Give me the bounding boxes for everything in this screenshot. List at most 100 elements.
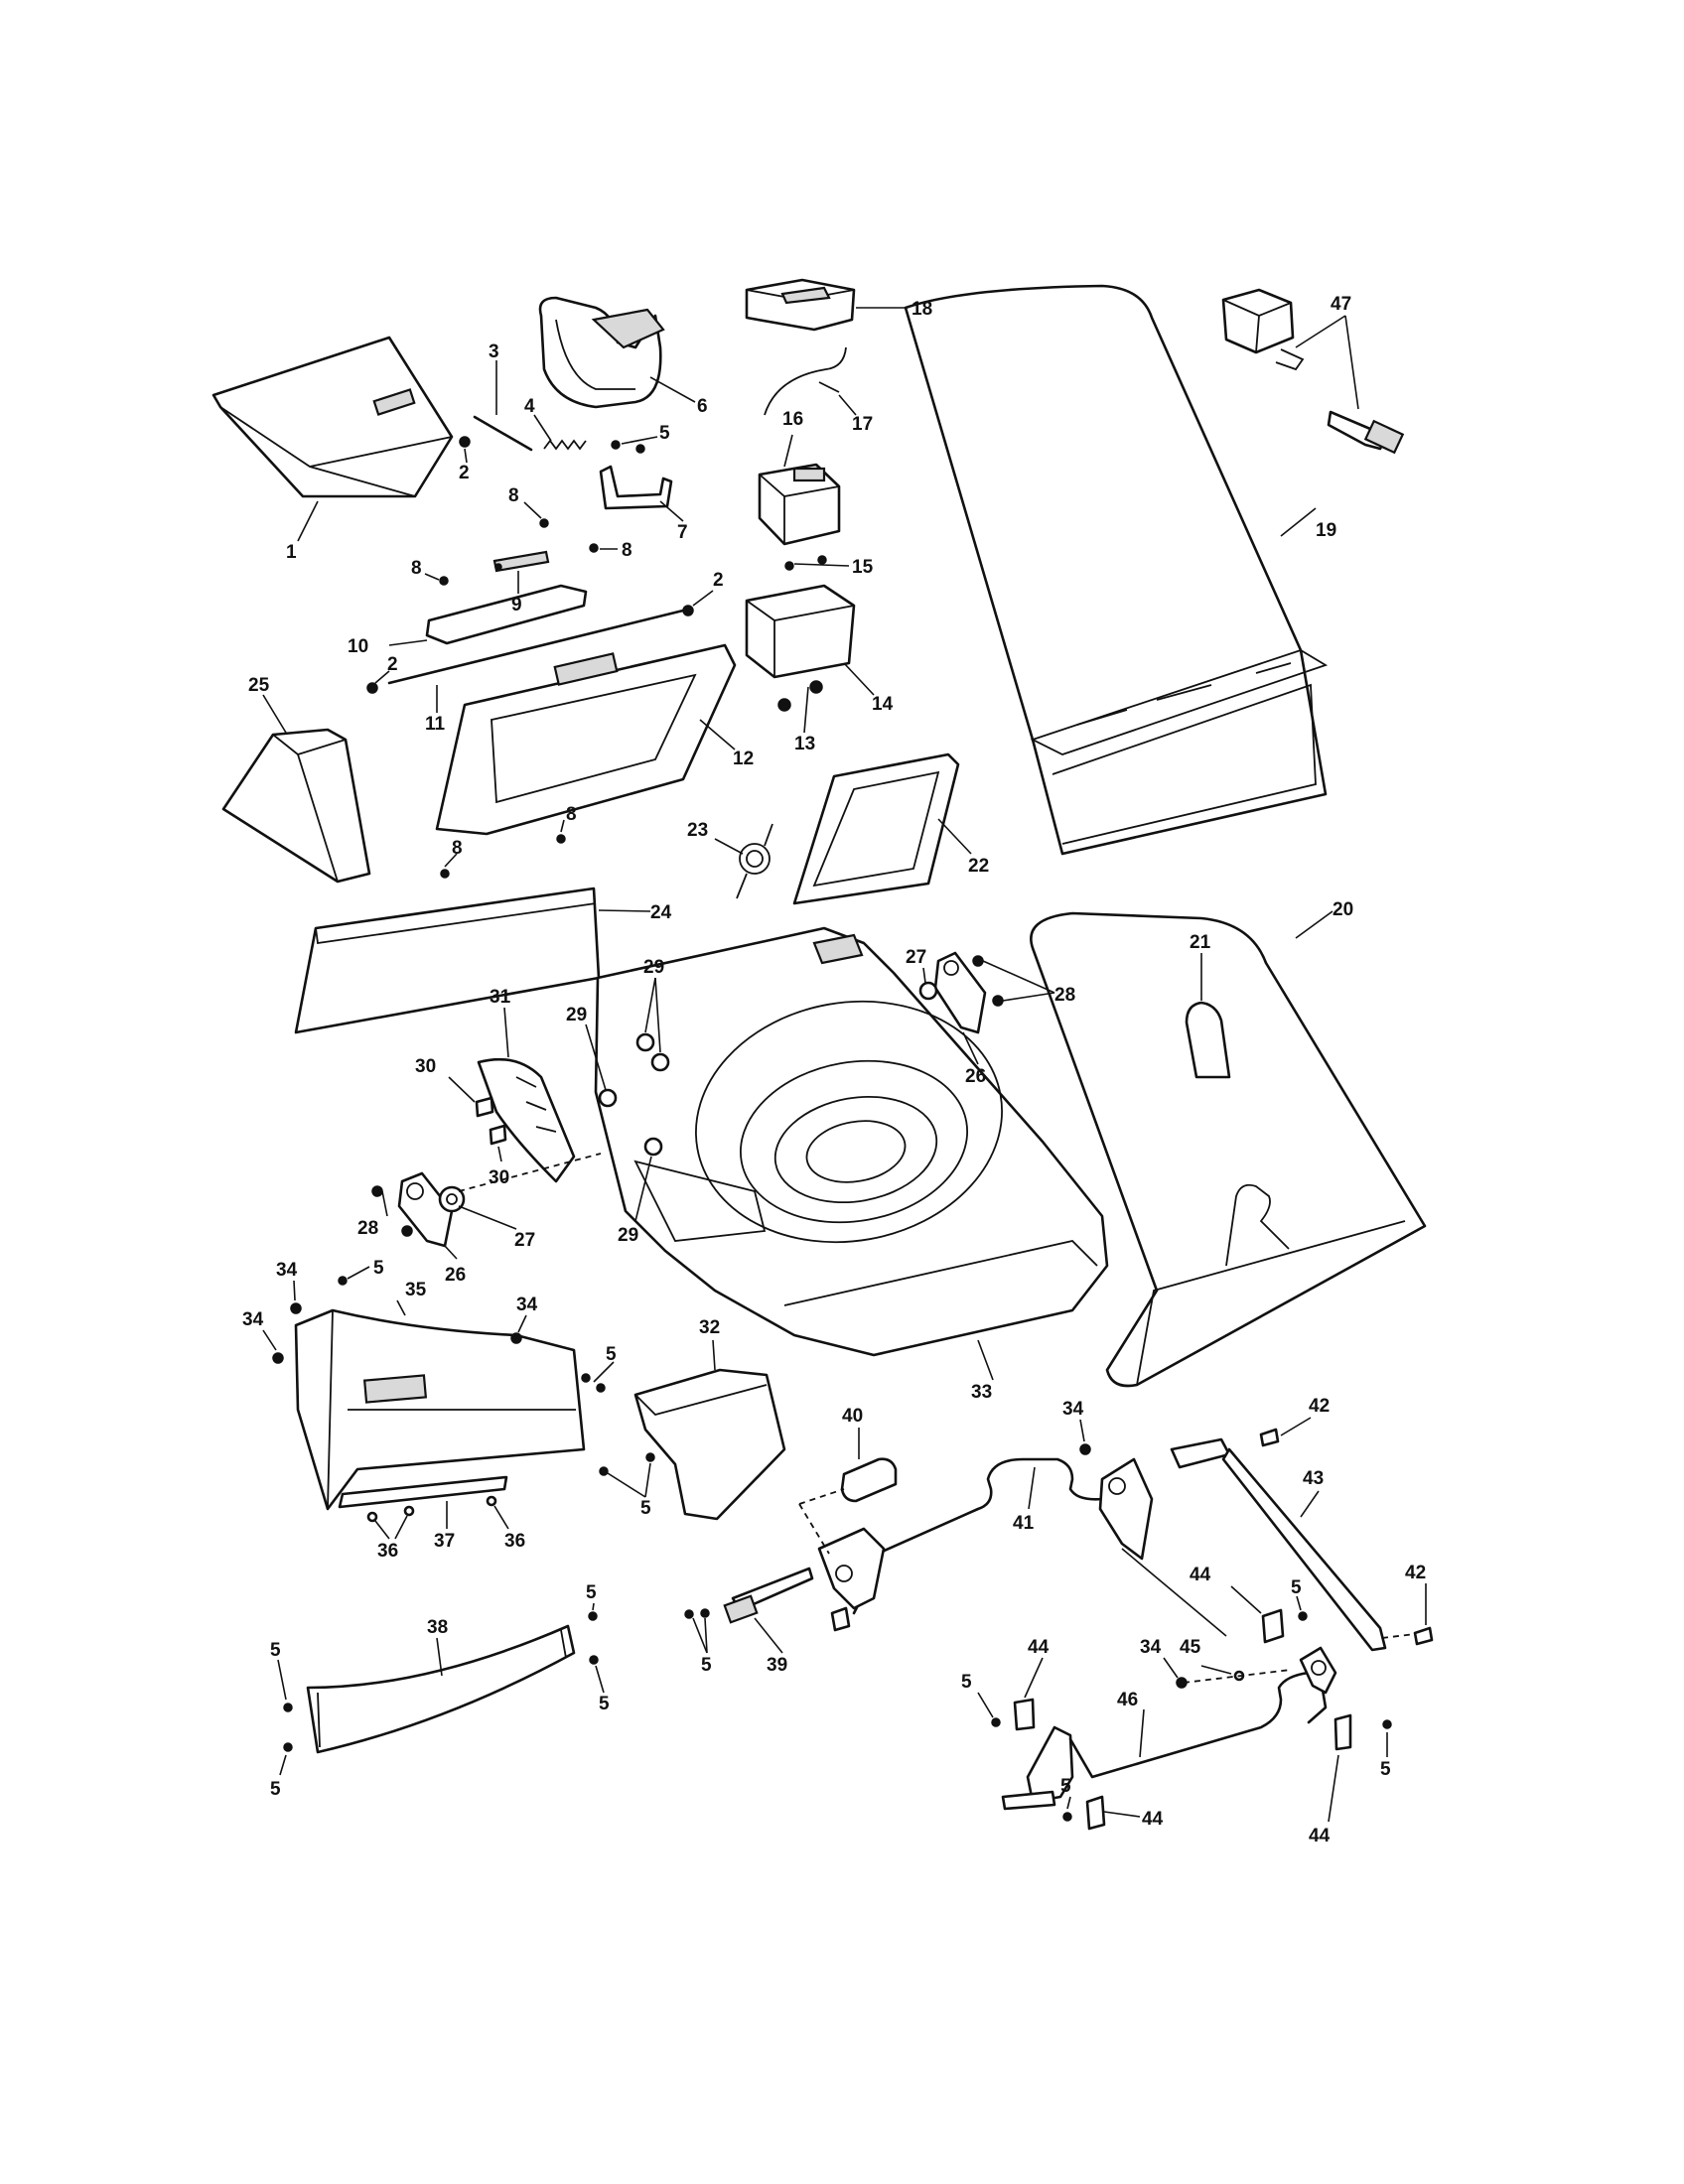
callout-33: 33 <box>971 1382 992 1403</box>
part-34-nuts-right <box>1079 1419 1188 1689</box>
part-19-grass-bag <box>904 284 1329 856</box>
part-11-hinge-rod <box>387 609 685 713</box>
callout-5: 5 <box>606 1344 617 1365</box>
part-5-screws-lever <box>684 1608 710 1654</box>
part-26-wheel-bracket-left <box>397 1171 458 1260</box>
callout-7: 7 <box>677 522 688 543</box>
part-14-battery-tray <box>745 584 875 696</box>
callout-5: 5 <box>373 1258 384 1279</box>
callout-18: 18 <box>912 299 932 320</box>
callout-5: 5 <box>659 423 670 444</box>
part-27-bushing-right <box>918 967 938 1001</box>
callout-31: 31 <box>490 987 511 1008</box>
callout-17: 17 <box>852 414 873 435</box>
part-10-hinge-bracket <box>388 584 588 646</box>
callout-8: 8 <box>452 838 463 859</box>
callout-5: 5 <box>586 1582 597 1603</box>
callout-5: 5 <box>270 1640 281 1661</box>
callout-23: 23 <box>687 820 708 841</box>
part-30-bolts <box>448 1076 507 1162</box>
callout-5: 5 <box>599 1694 610 1714</box>
part-39-height-lever <box>723 1567 814 1654</box>
part-40-handle-grip <box>840 1428 898 1503</box>
callout-8: 8 <box>508 485 519 506</box>
callout-30: 30 <box>415 1056 436 1077</box>
axle-centerline-front <box>1183 1669 1292 1684</box>
part-6-control-housing <box>538 296 696 409</box>
part-5-screws-skirt <box>277 1602 605 1776</box>
callout-34: 34 <box>1140 1637 1162 1658</box>
part-3-hinge-rod <box>473 360 533 452</box>
part-7-bracket <box>599 465 684 522</box>
callout-45: 45 <box>1180 1637 1201 1658</box>
callout-2: 2 <box>713 570 724 591</box>
callout-5: 5 <box>1060 1776 1071 1797</box>
part-18-battery-cover <box>745 278 909 332</box>
callout-28: 28 <box>1054 985 1075 1006</box>
callout-3: 3 <box>489 341 499 362</box>
axle-centerline-rear-b <box>798 1503 830 1555</box>
callout-35: 35 <box>405 1280 427 1300</box>
part-37-trim-strip <box>338 1475 508 1529</box>
part-5-screws-axle <box>977 1595 1392 1822</box>
callout-20: 20 <box>1333 899 1353 920</box>
part-45-shaft <box>1121 1548 1245 1682</box>
callout-44: 44 <box>1028 1637 1050 1658</box>
callout-34: 34 <box>1062 1399 1084 1420</box>
callout-44: 44 <box>1309 1826 1331 1846</box>
callout-42: 42 <box>1309 1396 1330 1417</box>
callout-labels: 1 2 2 2 3 4 5 5 5 5 5 5 5 5 5 5 5 5 5 6 … <box>242 294 1426 1846</box>
callout-29: 29 <box>566 1005 587 1025</box>
part-29-fasteners <box>585 977 670 1222</box>
part-34-nuts-left <box>262 1280 527 1364</box>
callout-27: 27 <box>514 1230 535 1251</box>
part-12-frame <box>435 643 737 836</box>
callout-46: 46 <box>1117 1690 1138 1710</box>
axle-centerline-pin <box>1381 1633 1416 1639</box>
callout-5: 5 <box>701 1655 712 1676</box>
callout-25: 25 <box>248 675 270 696</box>
callout-5: 5 <box>270 1779 281 1800</box>
part-21-slot <box>1185 953 1231 1079</box>
part-13-nuts <box>777 680 823 734</box>
part-2-push-nut <box>459 436 471 464</box>
part-32-side-cover <box>633 1339 786 1521</box>
callout-24: 24 <box>650 902 672 923</box>
callout-44: 44 <box>1142 1809 1164 1830</box>
callout-19: 19 <box>1316 520 1336 541</box>
callout-32: 32 <box>699 1317 720 1338</box>
part-25-discharge-chute <box>221 694 371 884</box>
callout-37: 37 <box>434 1531 455 1552</box>
part-44-clips <box>1013 1585 1352 1831</box>
callout-13: 13 <box>794 734 815 754</box>
callout-2: 2 <box>459 463 470 483</box>
callout-11: 11 <box>425 714 446 735</box>
callout-39: 39 <box>767 1655 787 1676</box>
part-35-rear-housing <box>294 1299 586 1511</box>
callout-44: 44 <box>1190 1565 1211 1585</box>
callout-42: 42 <box>1405 1563 1426 1583</box>
callout-27: 27 <box>906 947 926 968</box>
callout-36: 36 <box>504 1531 525 1552</box>
part-27-bushing-left <box>438 1185 517 1230</box>
callout-36: 36 <box>377 1541 398 1562</box>
callout-2: 2 <box>387 654 398 675</box>
part-5-screw-set-a <box>611 436 658 454</box>
callout-29: 29 <box>643 957 664 978</box>
callout-1: 1 <box>286 542 297 563</box>
part-36-screws <box>366 1495 509 1540</box>
part-2-push-nuts <box>366 590 714 694</box>
callout-5: 5 <box>1291 1577 1302 1598</box>
callout-22: 22 <box>968 856 989 877</box>
callout-29: 29 <box>618 1225 638 1246</box>
part-16-battery <box>758 434 841 546</box>
callout-14: 14 <box>872 694 894 715</box>
callout-26: 26 <box>445 1265 466 1286</box>
callout-47: 47 <box>1331 294 1351 315</box>
part-46-front-axle <box>1001 1646 1337 1811</box>
part-15-screws <box>784 555 850 571</box>
part-17-wire-harness <box>764 346 857 416</box>
callout-5: 5 <box>640 1498 651 1519</box>
callout-10: 10 <box>348 636 368 657</box>
callout-5: 5 <box>1380 1759 1391 1780</box>
